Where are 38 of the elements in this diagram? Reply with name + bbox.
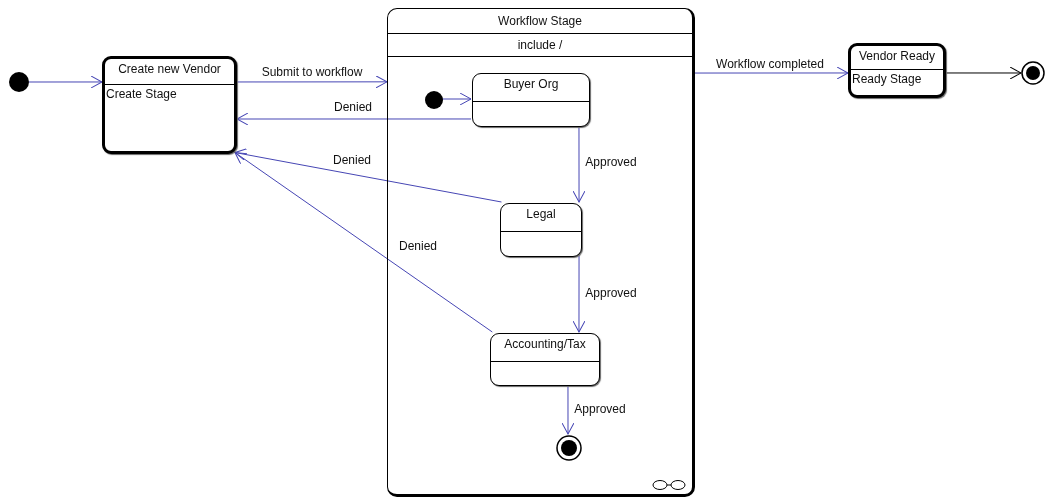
final-state-symbol xyxy=(556,435,582,461)
final-state-symbol xyxy=(1021,61,1045,85)
state-box xyxy=(848,43,946,98)
edge-label: Denied xyxy=(333,100,373,114)
composite-state-box xyxy=(387,8,695,497)
transition-arrow xyxy=(572,125,586,203)
transition-arrow xyxy=(572,255,586,333)
state-box xyxy=(102,56,237,154)
initial-state-dot xyxy=(425,91,443,109)
edge-label: Approved xyxy=(573,402,627,416)
transition-arrow xyxy=(234,148,502,203)
state-title: Create new Vendor xyxy=(118,62,221,76)
transition-arrow xyxy=(441,92,472,106)
state-title: Vendor Ready xyxy=(858,49,936,63)
edge-label: Approved xyxy=(584,286,638,300)
state-activity: Create Stage xyxy=(106,87,177,101)
transition-arrow xyxy=(694,66,849,80)
edge-label: Denied xyxy=(332,153,372,167)
state-title: Buyer Org xyxy=(503,77,559,91)
transition-arrow xyxy=(236,112,472,126)
edge-label: Denied xyxy=(398,239,438,253)
transition-arrow xyxy=(234,152,493,333)
state-activity: include / xyxy=(517,38,563,52)
transition-arrow xyxy=(236,75,388,89)
state-box xyxy=(472,73,590,127)
edge-label: Submit to workflow xyxy=(260,65,364,79)
state-box xyxy=(490,333,600,386)
state-title: Accounting/Tax xyxy=(504,337,586,351)
edge-label: Workflow completed xyxy=(715,57,825,71)
edge-label: Approved xyxy=(584,155,638,169)
state-title: Workflow Stage xyxy=(498,14,582,28)
transition-arrow xyxy=(561,384,575,435)
transition-arrow xyxy=(28,75,103,89)
initial-state-dot xyxy=(9,72,29,92)
state-box xyxy=(500,203,582,257)
state-activity: Ready Stage xyxy=(852,72,922,86)
state-title: Legal xyxy=(526,207,556,221)
transition-arrow xyxy=(945,66,1022,80)
